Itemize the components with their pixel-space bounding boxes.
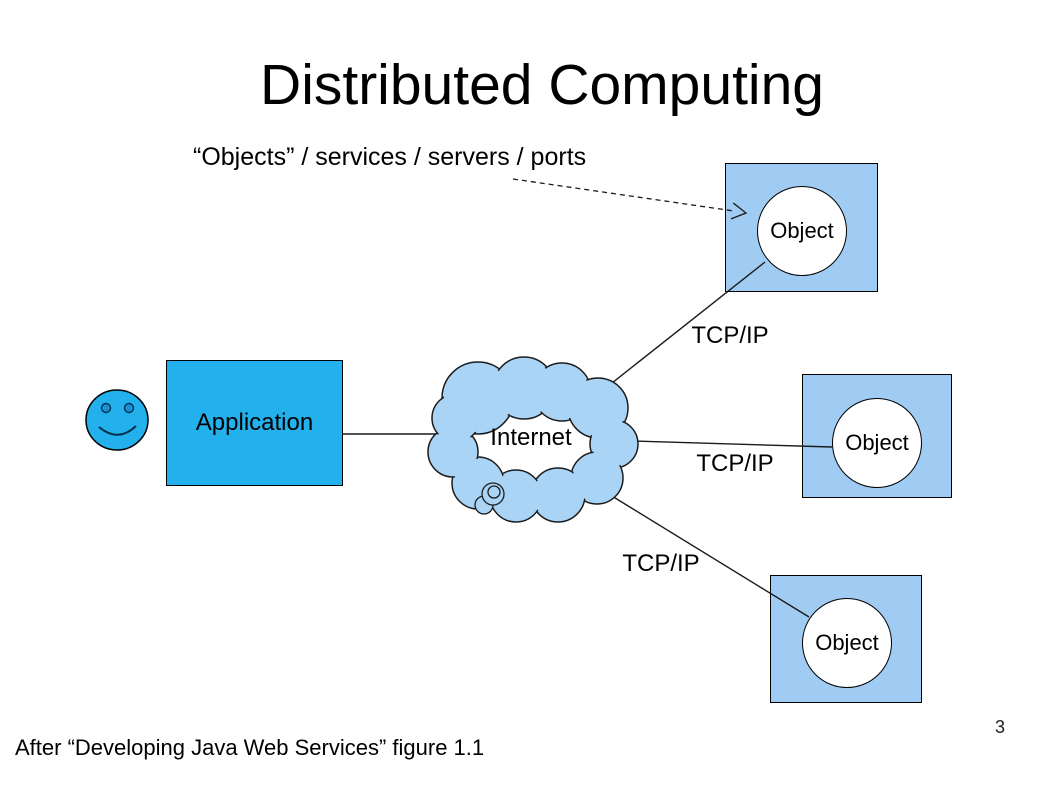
object-box-middle: Object [802,374,952,498]
smiley-eye-left [100,402,112,414]
link-label-top: TCP/IP [691,322,769,349]
smiley-face-icon [85,389,149,451]
object-circle-middle: Object [832,398,922,488]
link-label-middle: TCP/IP [696,450,774,477]
annotation-label: “Objects” / services / servers / ports [193,143,587,171]
object-label: Object [815,630,879,655]
cloud-curl-icon [474,482,505,515]
smiley-eye-right [123,402,135,414]
object-label: Object [845,430,909,455]
internet-label: Internet [490,424,572,451]
object-box-top: Object [725,163,878,292]
object-box-bottom: Object [770,575,922,703]
application-box: Application [166,360,343,486]
object-circle-bottom: Object [802,598,892,688]
page-number: 3 [994,717,1005,737]
object-label: Object [770,218,834,243]
smiley-mouth [98,425,137,436]
slide-title: Distributed Computing [260,53,824,117]
annotation-arrow [512,178,748,220]
link-label-bottom: TCP/IP [622,550,700,577]
slide-caption: After “Developing Java Web Services” fig… [15,735,485,760]
object-circle-top: Object [757,186,847,276]
application-label: Application [195,409,314,436]
